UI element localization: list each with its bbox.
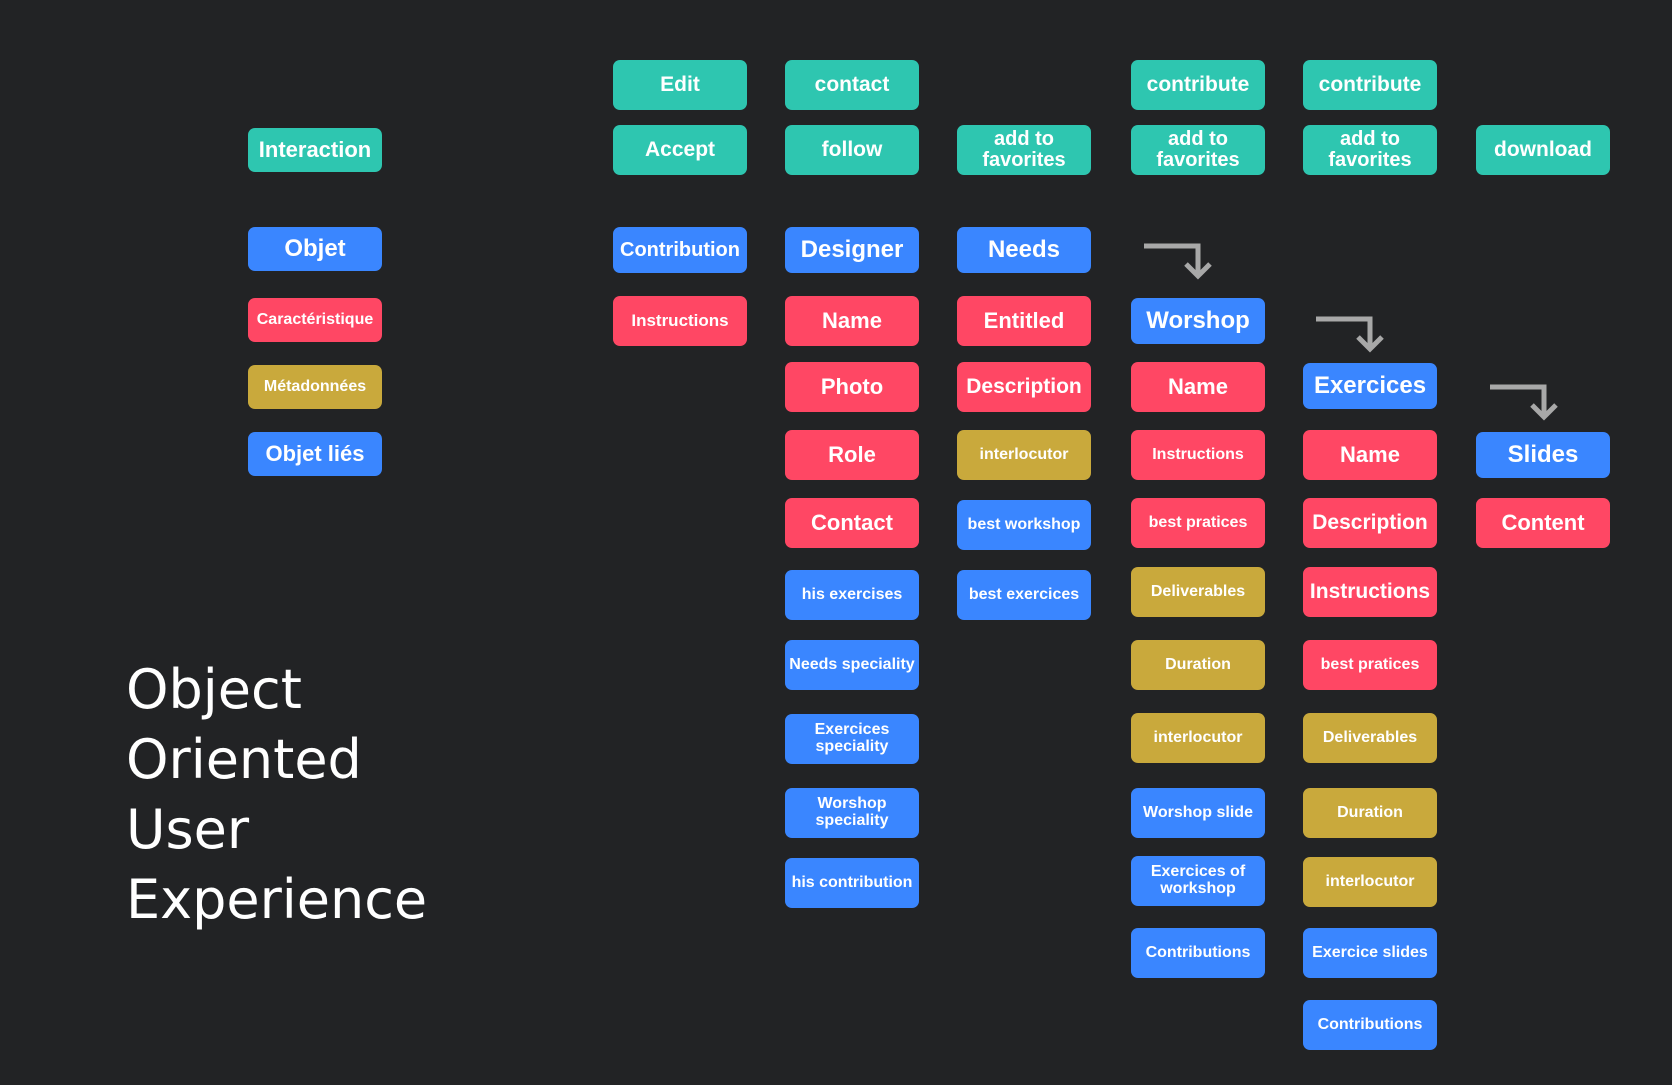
attribute-name-tag: Name: [1303, 430, 1437, 480]
attribute-name-tag: Name: [1131, 362, 1265, 412]
related-needs-speciality-tag: Needs speciality: [785, 640, 919, 690]
interaction-add-to-favorites-tag: add to favorites: [1131, 125, 1265, 175]
related-contributions-tag: Contributions: [1131, 928, 1265, 978]
attribute-photo-tag: Photo: [785, 362, 919, 412]
interaction-download-tag: download: [1476, 125, 1610, 175]
related-exercices-of-workshop-tag: Exercices of workshop: [1131, 856, 1265, 906]
metadata-interlocutor-tag: interlocutor: [1131, 713, 1265, 763]
object-designer-tag: Designer: [785, 227, 919, 273]
related-best-workshop-tag: best workshop: [957, 500, 1091, 550]
attribute-description-tag: Description: [957, 362, 1091, 412]
attribute-instructions-tag: Instructions: [613, 296, 747, 346]
interaction-contribute-tag: contribute: [1303, 60, 1437, 110]
attribute-role-tag: Role: [785, 430, 919, 480]
related-worshop-slide-tag: Worshop slide: [1131, 788, 1265, 838]
object-worshop-tag: Worshop: [1131, 298, 1265, 344]
related-his-contribution-tag: his contribution: [785, 858, 919, 908]
attribute-instructions-tag: Instructions: [1303, 567, 1437, 617]
metadata-deliverables-tag: Deliverables: [1131, 567, 1265, 617]
connector-arrow-icon: [1490, 384, 1558, 421]
related-exercices-speciality-tag: Exercices speciality: [785, 714, 919, 764]
metadata-duration-tag: Duration: [1131, 640, 1265, 690]
attribute-instructions-tag: Instructions: [1131, 430, 1265, 480]
legend-related: Objet liés: [248, 432, 382, 476]
metadata-interlocutor-tag: interlocutor: [957, 430, 1091, 480]
attribute-name-tag: Name: [785, 296, 919, 346]
attribute-best-pratices-tag: best pratices: [1303, 640, 1437, 690]
interaction-contribute-tag: contribute: [1131, 60, 1265, 110]
attribute-contact-tag: Contact: [785, 498, 919, 548]
interaction-follow-tag: follow: [785, 125, 919, 175]
interaction-add-to-favorites-tag: add to favorites: [1303, 125, 1437, 175]
attribute-best-pratices-tag: best pratices: [1131, 498, 1265, 548]
object-needs-tag: Needs: [957, 227, 1091, 273]
object-contribution-tag: Contribution: [613, 227, 747, 273]
interaction-add-to-favorites-tag: add to favorites: [957, 125, 1091, 175]
attribute-content-tag: Content: [1476, 498, 1610, 548]
interaction-contact-tag: contact: [785, 60, 919, 110]
interaction-edit-tag: Edit: [613, 60, 747, 110]
metadata-deliverables-tag: Deliverables: [1303, 713, 1437, 763]
legend-metadata: Métadonnées: [248, 365, 382, 409]
attribute-description-tag: Description: [1303, 498, 1437, 548]
legend-object: Objet: [248, 227, 382, 271]
metadata-interlocutor-tag: interlocutor: [1303, 857, 1437, 907]
metadata-duration-tag: Duration: [1303, 788, 1437, 838]
legend-interaction: Interaction: [248, 128, 382, 172]
related-contributions-tag: Contributions: [1303, 1000, 1437, 1050]
related-worshop-speciality-tag: Worshop speciality: [785, 788, 919, 838]
page-title: Object Oriented User Experience: [126, 658, 428, 931]
interaction-accept-tag: Accept: [613, 125, 747, 175]
related-exercice-slides-tag: Exercice slides: [1303, 928, 1437, 978]
attribute-entitled-tag: Entitled: [957, 296, 1091, 346]
object-slides-tag: Slides: [1476, 432, 1610, 478]
object-exercices-tag: Exercices: [1303, 363, 1437, 409]
legend-attribute: Caractéristique: [248, 298, 382, 342]
connector-arrow-icon: [1316, 316, 1384, 353]
related-best-exercices-tag: best exercices: [957, 570, 1091, 620]
connector-arrow-icon: [1144, 243, 1212, 280]
related-his-exercises-tag: his exercises: [785, 570, 919, 620]
